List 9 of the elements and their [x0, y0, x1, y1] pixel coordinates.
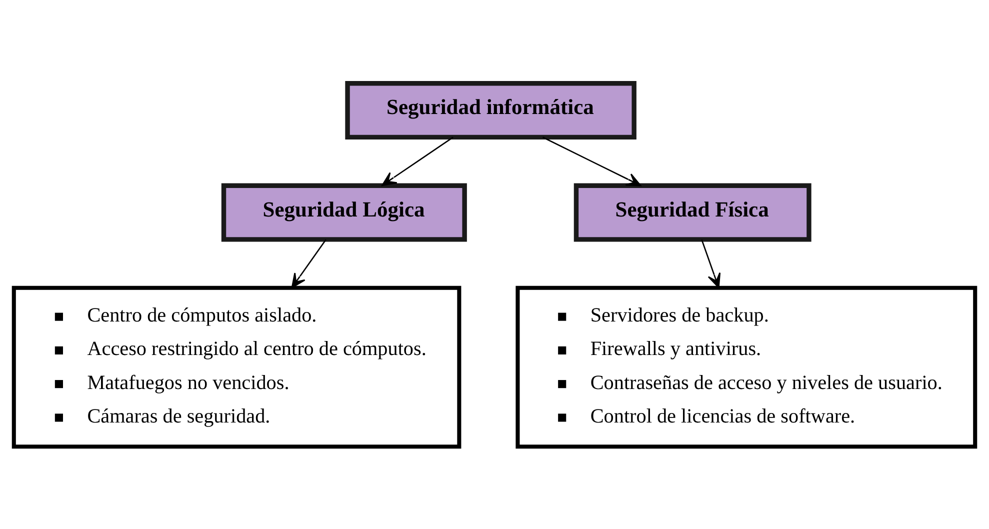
- node-box: Centro de cómputos aislado. Acceso restringido al centro de cómputos. Matafuegos no vencidos. Cámaras de seguridad.: [12, 285, 462, 448]
- arrow: [701, 238, 721, 288]
- node-box: Seguridad Lógica: [221, 182, 467, 242]
- arrow: [542, 136, 642, 186]
- node-box: Servidores de backup. Firewalls y antivirus. Contraseñas de acceso y niveles de usuario. Control de licencias de software.: [516, 285, 978, 448]
- arrow: [291, 238, 326, 288]
- node-box: Seguridad informática: [345, 80, 636, 140]
- node-box: Seguridad Física: [574, 182, 812, 242]
- arrow: [382, 136, 454, 186]
